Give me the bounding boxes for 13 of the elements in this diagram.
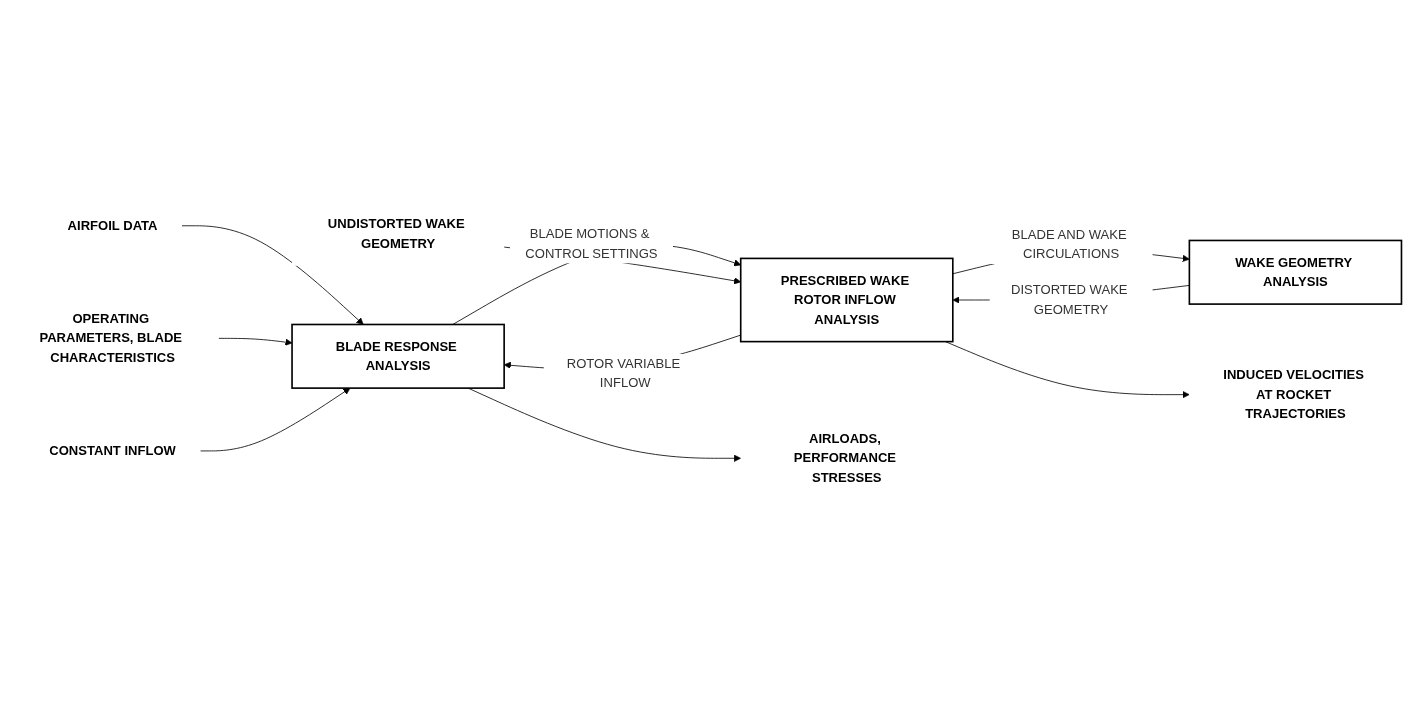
edge-label: BLADE AND WAKE CIRCULATIONS: [1011, 227, 1127, 261]
node-text: OPERATING PARAMETERS, BLADE CHARACTERISTICS: [39, 311, 183, 365]
edge-label: BLADE MOTIONS & CONTROL SETTINGS: [525, 226, 658, 261]
node-text: AIRLOADS, PERFORMANCE STRESSES: [793, 431, 897, 485]
node-text: CONSTANT INFLOW: [49, 443, 176, 458]
node-box: BLADE RESPONSE ANALYSIS: [291, 323, 505, 389]
node-text: UNDISTORTED WAKE GEOMETRY: [327, 216, 465, 251]
node-text: INDUCED VELOCITIES AT ROCKET TRAJECTORIES: [1223, 367, 1364, 421]
node-box: WAKE GEOMETRY ANALYSIS: [1188, 239, 1403, 305]
node-box: PRESCRIBED WAKE ROTOR INFLOW ANALYSIS: [739, 257, 954, 343]
node-text: AIRFOIL DATA: [67, 218, 158, 233]
edge-label: ROTOR VARIABLE INFLOW: [566, 356, 681, 390]
edge-label: DISTORTED WAKE GEOMETRY: [1011, 282, 1128, 317]
